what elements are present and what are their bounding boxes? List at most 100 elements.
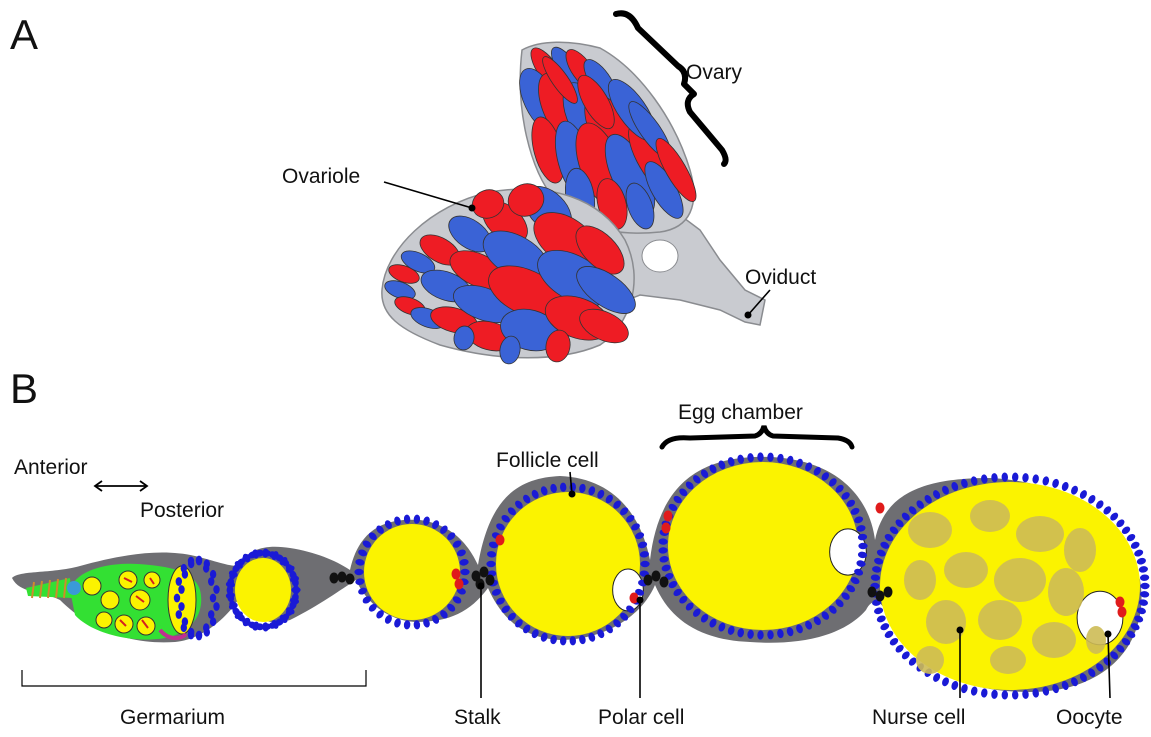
- panel-label-a: A: [10, 14, 38, 56]
- cap-cell: [67, 581, 81, 595]
- nurse-cell: [944, 552, 988, 588]
- follicle-cell: [210, 594, 216, 603]
- follicle-cell: [213, 602, 219, 611]
- nurse-cell: [1048, 568, 1084, 616]
- nurse-cell: [990, 646, 1026, 674]
- axis-arrow: [95, 481, 147, 491]
- stalk-cell: [868, 587, 877, 598]
- nurse-cell: [970, 500, 1010, 532]
- stalk-cell: [644, 575, 653, 586]
- polar-cell: [876, 503, 885, 514]
- follicle-cell: [174, 594, 180, 603]
- follicle-cell: [208, 577, 214, 586]
- follicle-cell: [196, 632, 202, 641]
- follicle-cell: [486, 561, 495, 567]
- polar-cell: [1116, 597, 1125, 608]
- nurse-cell: [916, 646, 944, 674]
- germarium-bracket: [22, 670, 366, 686]
- follicle-cell: [203, 564, 209, 573]
- label-oocyte: Oocyte: [1056, 707, 1123, 728]
- follicle-cell: [1138, 565, 1148, 573]
- nurse-cell: [1016, 516, 1064, 552]
- nurse-cell: [908, 512, 952, 548]
- nurse-cell: [1064, 528, 1096, 572]
- follicle-cell: [178, 602, 184, 611]
- follicle-cell: [1061, 481, 1070, 492]
- stalk-cell: [884, 587, 893, 598]
- follicle-cell: [1042, 476, 1050, 486]
- label-nurse-cell: Nurse cell: [872, 707, 965, 728]
- follicle-cell: [213, 585, 219, 594]
- oviduct-hole: [642, 240, 678, 272]
- nurse-cell: [904, 560, 936, 600]
- follicle-cell: [876, 614, 887, 623]
- label-germarium: Germarium: [120, 707, 225, 728]
- egg-chamber-stage-3: [496, 492, 640, 636]
- follicle-cell: [970, 686, 978, 696]
- nurse-pointer-dot: [957, 627, 964, 634]
- label-polar-cell: Polar cell: [598, 707, 684, 728]
- follicle-cell: [178, 585, 184, 594]
- label-egg-chamber: Egg chamber: [678, 402, 803, 423]
- nurse-cell: [994, 558, 1046, 602]
- follicle-cell: [204, 628, 210, 637]
- oviduct-pointer-dot: [745, 312, 752, 319]
- label-ovariole: Ovariole: [282, 166, 360, 187]
- stalk-cell: [338, 572, 347, 583]
- stalk-cell: [652, 571, 661, 582]
- follicle-cell: [1051, 478, 1060, 489]
- ovariole-pointer: [384, 182, 472, 208]
- follicle-cell: [873, 606, 884, 615]
- nurse-cell: [1032, 622, 1076, 658]
- follicle-pointer-dot: [569, 491, 576, 498]
- stalk-pointer-dot: [478, 583, 485, 590]
- stalk-cell: [486, 575, 495, 586]
- germ-cyst-1: [101, 591, 119, 609]
- germ-cyst-2: [96, 612, 112, 628]
- polar-cell: [452, 569, 461, 580]
- follicle-cell: [960, 683, 969, 694]
- follicle-cell: [858, 543, 867, 549]
- polar-cell: [1118, 607, 1127, 618]
- follicle-cell: [941, 676, 951, 687]
- label-oviduct: Oviduct: [745, 267, 816, 288]
- label-ovary: Ovary: [686, 62, 742, 83]
- follicle-cell: [640, 561, 649, 567]
- label-posterior: Posterior: [140, 500, 224, 521]
- egg-chamber-stage-1: [235, 558, 291, 622]
- polar-pointer-dot: [637, 597, 644, 604]
- follicle-cell: [1140, 574, 1150, 581]
- follicle-cell: [1032, 474, 1040, 484]
- follicle-cell: [181, 564, 187, 573]
- egg-chamber-stage-4: [668, 462, 858, 630]
- germarium-cyst-large: [168, 566, 196, 634]
- ovariole-pointer-dot: [469, 205, 476, 212]
- follicle-cell: [354, 569, 363, 575]
- follicle-cell: [460, 569, 469, 575]
- follicle-cell: [176, 610, 182, 619]
- follicle-cell: [1001, 690, 1008, 699]
- label-follicle-cell: Follicle cell: [496, 450, 599, 471]
- stalk-cell: [346, 574, 355, 585]
- egg-chamber-brace: [662, 426, 852, 447]
- follicle-cell: [196, 557, 202, 566]
- follicle-cell: [1133, 548, 1144, 557]
- stalk-cell: [330, 573, 339, 584]
- polar-cell: [664, 511, 673, 522]
- stalk-cell: [660, 577, 669, 588]
- follicle-cell: [210, 617, 216, 626]
- follicle-cell: [182, 617, 188, 626]
- nurse-cell: [978, 600, 1022, 640]
- label-stalk: Stalk: [454, 707, 501, 728]
- follicle-cell: [980, 688, 988, 698]
- germ-stem-cell: [83, 577, 101, 595]
- nurse-cell: [1086, 626, 1106, 654]
- egg-chamber-stage-2: [364, 524, 460, 620]
- polar-cell: [496, 535, 505, 546]
- follicle-cell: [1136, 557, 1147, 566]
- panel-label-b: B: [10, 368, 38, 410]
- follicle-cell: [1140, 583, 1149, 589]
- follicle-cell: [188, 557, 194, 566]
